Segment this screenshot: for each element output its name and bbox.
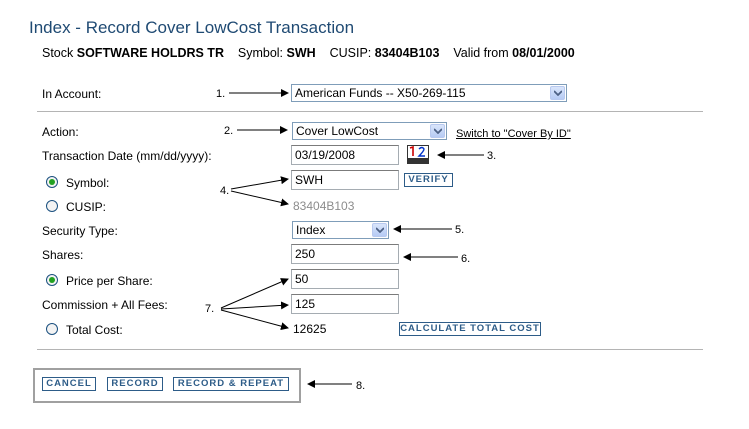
chevron-down-icon [372, 223, 387, 237]
annotation-2: 2. [224, 125, 234, 137]
date-label: Transaction Date (mm/dd/yyyy): [42, 149, 212, 163]
page-title: Index - Record Cover LowCost Transaction [29, 18, 355, 37]
account-select[interactable]: American Funds -- X50-269-115 [291, 84, 567, 102]
calculate-total-cost-button[interactable]: CALCULATE TOTAL COST [399, 322, 541, 336]
commission-input[interactable]: 125 [291, 294, 399, 314]
cusip-radio-label: CUSIP: [66, 200, 107, 214]
arrow-7c [220, 309, 289, 331]
cusip-label: CUSIP: [329, 46, 372, 60]
annotation-7: 7. [205, 303, 215, 315]
commission-label: Commission + All Fees: [42, 298, 168, 312]
arrow-4b [230, 190, 289, 207]
valid-date: 08/01/2000 [512, 46, 575, 60]
annotation-1: 1. [216, 88, 226, 100]
divider [37, 111, 703, 112]
stock-info: Stock SOFTWARE HOLDRS TR Symbol: SWH CUS… [42, 46, 575, 60]
cancel-button[interactable]: CANCEL [42, 377, 96, 391]
total-cost-radio[interactable] [46, 323, 58, 335]
annotation-4: 4. [220, 185, 230, 197]
account-label: In Account: [42, 87, 102, 101]
arrow-7a [220, 278, 289, 309]
chevron-down-icon [430, 124, 445, 138]
total-cost-label: Total Cost: [66, 323, 123, 337]
shares-input[interactable]: 250 [291, 244, 399, 264]
annotation-5: 5. [455, 224, 465, 236]
price-input[interactable]: 50 [291, 269, 399, 289]
stock-name: SOFTWARE HOLDRS TR [76, 46, 224, 60]
arrow-4a [230, 176, 289, 190]
switch-cover-by-id-link[interactable]: Switch to "Cover By ID" [456, 128, 571, 140]
symbol-radio-label: Symbol: [66, 176, 110, 190]
symbol-input[interactable]: SWH [291, 170, 399, 190]
calendar-icon[interactable] [407, 145, 429, 164]
action-buttons-group [33, 368, 301, 403]
date-input[interactable]: 03/19/2008 [291, 145, 399, 165]
annotation-3: 3. [487, 150, 497, 162]
symbol-label: Symbol: [237, 46, 284, 60]
record-and-repeat-button[interactable]: RECORD & REPEAT [173, 377, 289, 391]
action-label: Action: [42, 125, 79, 139]
valid-label: Valid from [453, 46, 509, 60]
account-value: American Funds -- X50-269-115 [295, 86, 466, 100]
cusip-value: 83404B103 [374, 46, 440, 60]
annotation-6: 6. [461, 253, 471, 265]
cusip-input[interactable]: 83404B103 [293, 199, 355, 213]
cusip-radio[interactable] [46, 200, 58, 212]
symbol-value: SWH [286, 46, 316, 60]
security-type-label: Security Type: [42, 224, 118, 238]
annotation-8: 8. [356, 380, 366, 392]
price-per-share-radio[interactable] [46, 274, 58, 286]
stock-label: Stock [42, 46, 74, 60]
arrow-7b [220, 301, 289, 310]
action-select[interactable]: Cover LowCost [292, 122, 447, 140]
divider [37, 349, 703, 350]
chevron-down-icon [550, 86, 565, 100]
shares-label: Shares: [42, 248, 84, 262]
security-type-select[interactable]: Index [292, 221, 389, 239]
record-button[interactable]: RECORD [107, 377, 163, 391]
action-value: Cover LowCost [296, 124, 379, 138]
symbol-radio[interactable] [46, 176, 58, 188]
total-cost-value: 12625 [293, 322, 327, 336]
price-per-share-label: Price per Share: [66, 274, 153, 288]
verify-button[interactable]: VERIFY [404, 173, 453, 187]
security-type-value: Index [296, 223, 326, 237]
